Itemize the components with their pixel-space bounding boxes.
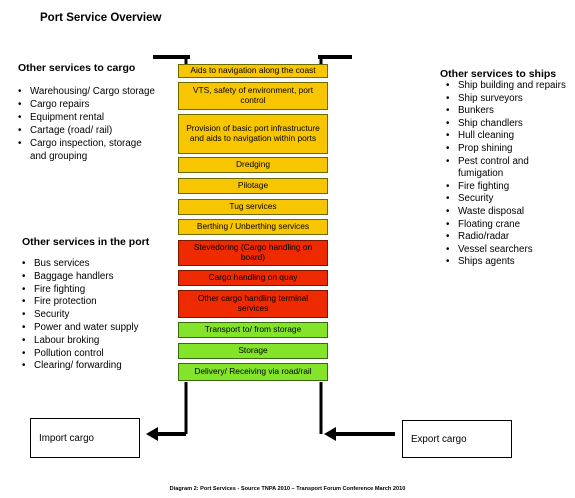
list-item: Floating crane — [446, 219, 571, 232]
list-item: Cargo repairs — [18, 99, 168, 112]
port-services-heading: Other services in the port — [22, 236, 150, 248]
list-item: Ship building and repairs — [446, 80, 571, 93]
list-item: Pollution control — [22, 348, 172, 361]
list-item: Prop shining — [446, 143, 571, 156]
list-item: Cartage (road/ rail) — [18, 125, 168, 138]
list-item: Ship surveyors — [446, 93, 571, 106]
cargo-services-heading: Other services to cargo — [18, 62, 136, 74]
stack-box-pilotage: Pilotage — [178, 178, 328, 194]
import-arrow-head — [146, 427, 158, 441]
list-item: Fire fighting — [446, 181, 571, 194]
list-item: Baggage handlers — [22, 271, 172, 284]
list-item: Bus services — [22, 258, 172, 271]
diagram-caption: Diagram 2: Port Services - Source TNPA 2… — [169, 486, 406, 492]
stack-box-infrastructure: Provision of basic port infrastructure a… — [178, 114, 328, 154]
list-item: Fire fighting — [22, 284, 172, 297]
list-item: Fire protection — [22, 296, 172, 309]
stack-box-delivery: Delivery/ Receiving via road/rail — [178, 363, 328, 381]
list-item: Warehousing/ Cargo storage — [18, 86, 168, 99]
list-item: Pest control and fumigation — [446, 156, 558, 181]
list-item: Vessel searchers — [446, 244, 571, 257]
stack-box-storage: Storage — [178, 343, 328, 359]
stack-box-berthing: Berthing / Unberthing services — [178, 219, 328, 235]
stack-box-transport-storage: Transport to/ from storage — [178, 322, 328, 338]
list-item: Cargo inspection, storage and grouping — [18, 138, 148, 163]
list-item: Clearing/ forwarding — [22, 360, 172, 373]
list-item: Ship chandlers — [446, 118, 571, 131]
list-item: Labour broking — [22, 335, 172, 348]
port-services-list: Bus services Baggage handlers Fire fight… — [22, 258, 172, 373]
export-cargo-label: Export cargo — [411, 433, 467, 445]
export-cargo-box: Export cargo — [402, 420, 512, 458]
stack-box-tug-services: Tug services — [178, 199, 328, 215]
export-arrow-head — [324, 427, 336, 441]
ship-services-list: Ship building and repairs Ship surveyors… — [446, 80, 571, 269]
stack-box-dredging: Dredging — [178, 157, 328, 173]
stack-box-vts: VTS, safety of environment, port control — [178, 82, 328, 110]
stack-box-coastal-aids: Aids to navigation along the coast — [178, 64, 328, 78]
list-item: Equipment rental — [18, 112, 168, 125]
list-item: Waste disposal — [446, 206, 571, 219]
list-item: Security — [446, 193, 571, 206]
list-item: Radio/radar — [446, 231, 571, 244]
import-cargo-label: Import cargo — [39, 432, 94, 444]
page-title: Port Service Overview — [40, 12, 162, 24]
list-item: Power and water supply — [22, 322, 172, 335]
stack-box-terminal-services: Other cargo handling terminal services — [178, 290, 328, 318]
stack-box-quay-handling: Cargo handling on quay — [178, 270, 328, 286]
list-item: Ships agents — [446, 256, 571, 269]
list-item: Security — [22, 309, 172, 322]
ship-services-heading: Other services to ships — [440, 68, 557, 80]
list-item: Bunkers — [446, 105, 571, 118]
cargo-services-list: Warehousing/ Cargo storage Cargo repairs… — [18, 86, 168, 164]
list-item: Hull cleaning — [446, 130, 571, 143]
import-cargo-box: Import cargo — [30, 418, 140, 458]
stack-box-stevedoring: Stevedoring (Cargo handling on board) — [178, 240, 328, 266]
